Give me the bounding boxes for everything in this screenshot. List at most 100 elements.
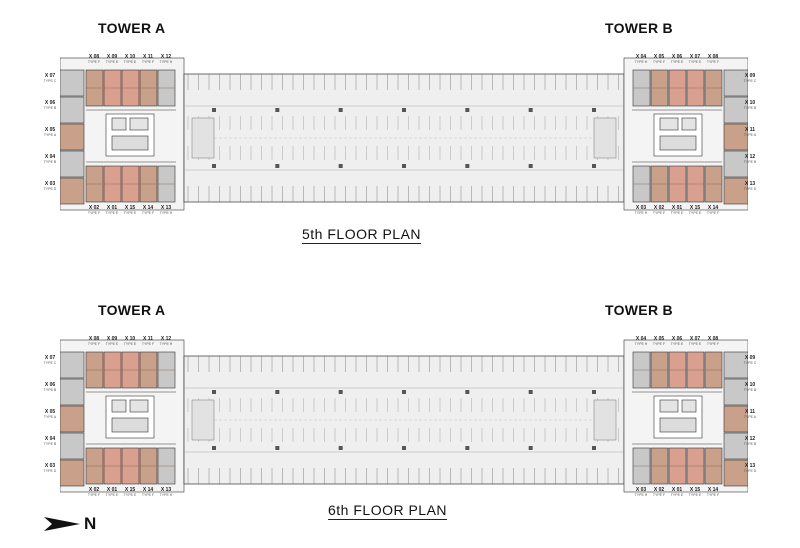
unit-code: X 06 [44,100,56,106]
column [275,164,280,168]
unit-left [723,351,748,379]
column [402,446,406,450]
unit-left [723,378,748,406]
unit-code: X 04 [635,54,647,60]
unit-code: X 12 [160,336,172,342]
unit-type: TYPE E [670,342,684,346]
unit-left [60,351,85,379]
column [338,390,343,394]
unit-code: X 08 [707,54,719,60]
unit-type: TYPE H [159,211,173,215]
unit-left [723,432,748,460]
unit-code: X 07 [44,355,56,361]
unit-code: X 11 [744,409,755,415]
unit-code: X 01 [106,487,118,493]
column [465,164,470,168]
lift [681,117,697,131]
column [338,108,343,112]
unit-code: X 09 [744,355,756,361]
column [528,164,533,168]
unit-code: X 04 [44,154,56,160]
unit-left [723,123,748,151]
column [338,446,343,450]
unit-code: X 09 [744,73,756,79]
column [212,446,216,450]
unit-code: X 05 [44,127,56,133]
column [212,390,216,394]
unit-code: X 15 [124,205,136,211]
north-label: N [84,514,97,533]
unit-code: X 05 [44,409,56,415]
unit-left [723,405,748,433]
unit-code: X 06 [671,336,683,342]
unit-type: TYPE F [706,211,720,215]
unit-code: X 03 [44,463,56,469]
unit-code: X 15 [689,487,701,493]
unit-code: X 01 [106,205,118,211]
unit-code: X 04 [44,436,56,442]
unit-code: X 14 [707,487,719,493]
stair [129,399,149,413]
unit-type: TYPE A [743,415,757,419]
unit-code: X 09 [106,54,118,60]
unit-type: TYPE F [87,211,101,215]
unit-code: X 10 [124,336,136,342]
unit-type: TYPE F [87,342,101,346]
unit-code: X 13 [744,463,756,469]
column [528,108,533,112]
unit-type: TYPE F [141,211,155,215]
stair [659,399,679,413]
unit-left [723,150,748,178]
unit-type: TYPE E [670,493,684,497]
column [528,446,533,450]
tower-a-label-5: TOWER A [98,20,166,36]
lobby [111,417,149,433]
unit-code: X 15 [124,487,136,493]
floor-plan-drawing-5 [60,57,748,211]
unit-code: X 02 [88,205,100,211]
unit-code: X 12 [744,436,756,442]
floor-plan-drawing-6 [60,339,748,493]
unit-type: TYPE B [43,160,57,164]
tower-b-label-5: TOWER B [605,20,673,36]
unit-left [723,177,748,205]
north-arrow: N [44,514,96,534]
unit-code: X 11 [744,127,755,133]
unit-left [60,177,85,205]
unit-type: TYPE F [141,60,155,64]
unit-type: TYPE E [688,211,702,215]
unit-code: X 11 [142,54,153,60]
unit-left [60,96,85,124]
unit-type: TYPE E [688,60,702,64]
unit-left [723,69,748,97]
floor-plan-title-5: 5th FLOOR PLAN [302,226,422,244]
unit-code: X 07 [44,73,56,79]
column [212,164,216,168]
unit-code: X 14 [142,205,154,211]
unit-left [60,150,85,178]
unit-type: TYPE F [87,493,101,497]
unit-type: TYPE H [634,493,648,497]
